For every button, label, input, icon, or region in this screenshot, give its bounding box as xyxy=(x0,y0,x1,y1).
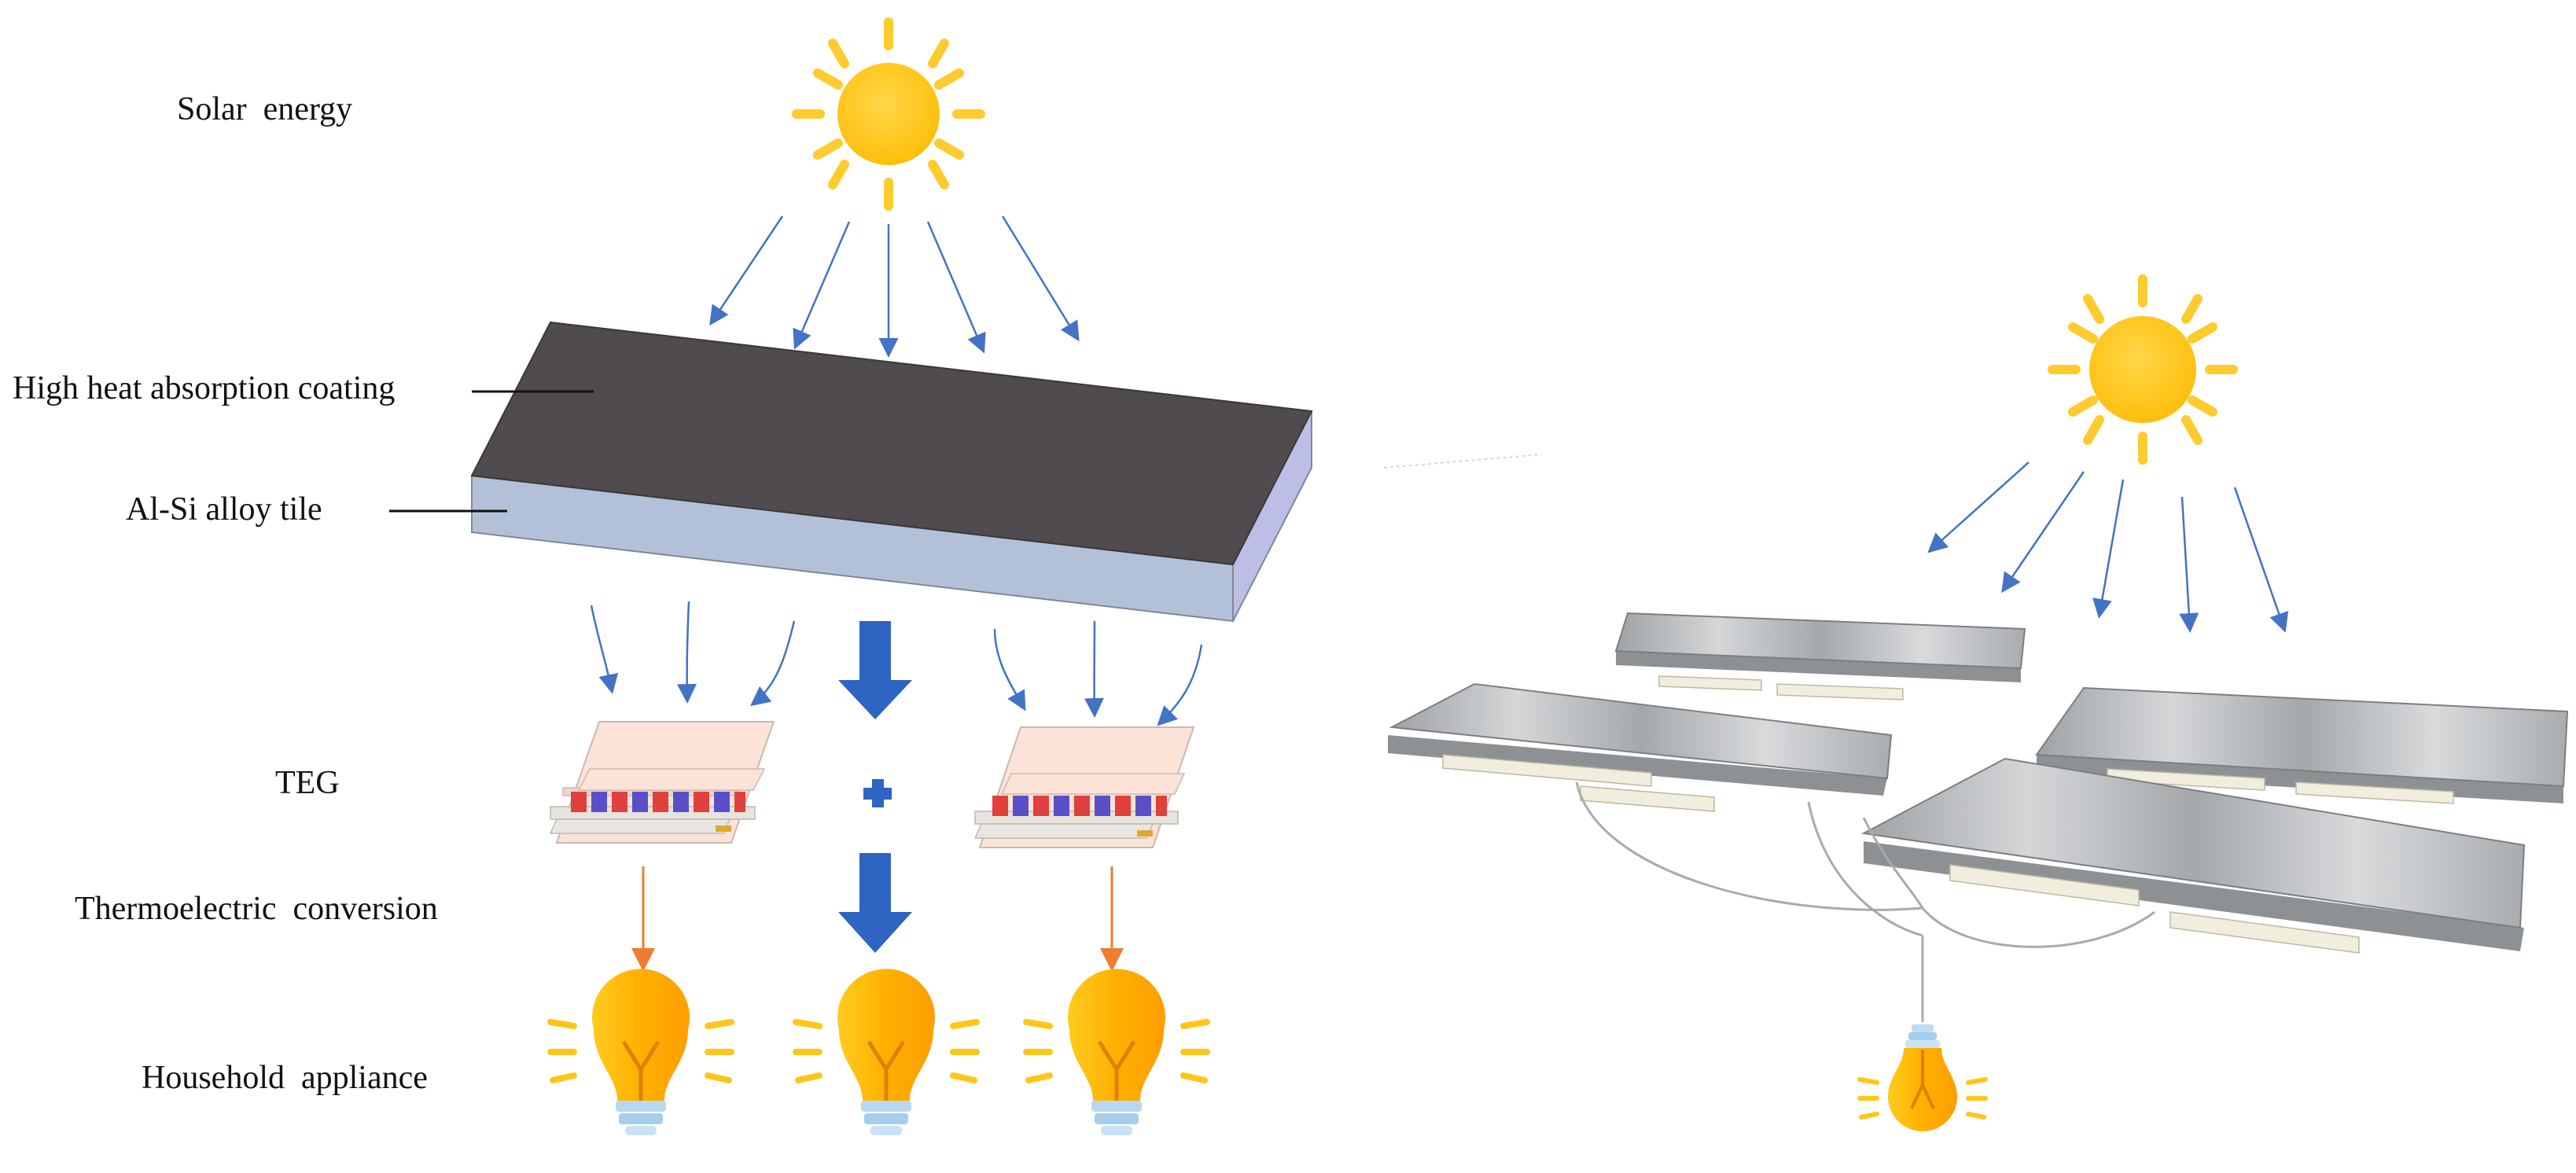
solar-tile-panel-back-right xyxy=(2035,686,2569,804)
coating-label: High heat absorption coating xyxy=(13,370,396,406)
solar-tile-panel-back-left xyxy=(1614,612,2026,700)
teg-label: TEG xyxy=(275,765,340,801)
tile-label: Al-Si alloy tile xyxy=(126,491,322,528)
solar-tile-panel-front-left xyxy=(1388,682,1893,812)
sunlight-arrows-left xyxy=(709,215,1080,358)
big-down-arrow-1 xyxy=(838,621,912,719)
lightbulb-icon-right xyxy=(1857,1024,1988,1131)
solar-tile-panel-front-right xyxy=(1860,757,2526,954)
heat-flow-arrows xyxy=(590,601,1203,726)
lightbulb-icon-2 xyxy=(793,969,980,1135)
teg-module-right xyxy=(973,726,1195,848)
sun-icon-left xyxy=(792,17,985,211)
appliance-label: Household appliance xyxy=(142,1060,428,1096)
solar-energy-label: Solar energy xyxy=(177,91,353,127)
electric-output-arrows xyxy=(631,866,1124,972)
connecting-wires xyxy=(1575,781,2155,1022)
conversion-label: Thermoelectric conversion xyxy=(75,891,438,927)
sun-icon-right xyxy=(2048,274,2238,465)
sunlight-arrows-right xyxy=(1927,461,2289,633)
plus-icon xyxy=(863,779,892,807)
teg-module-left xyxy=(549,721,775,844)
faint-divider xyxy=(1383,454,1542,469)
big-down-arrow-2 xyxy=(838,853,912,953)
roof-tile-block xyxy=(470,321,1313,623)
lightbulb-icon-3 xyxy=(1023,969,1210,1135)
lightbulb-icon-1 xyxy=(547,969,734,1135)
